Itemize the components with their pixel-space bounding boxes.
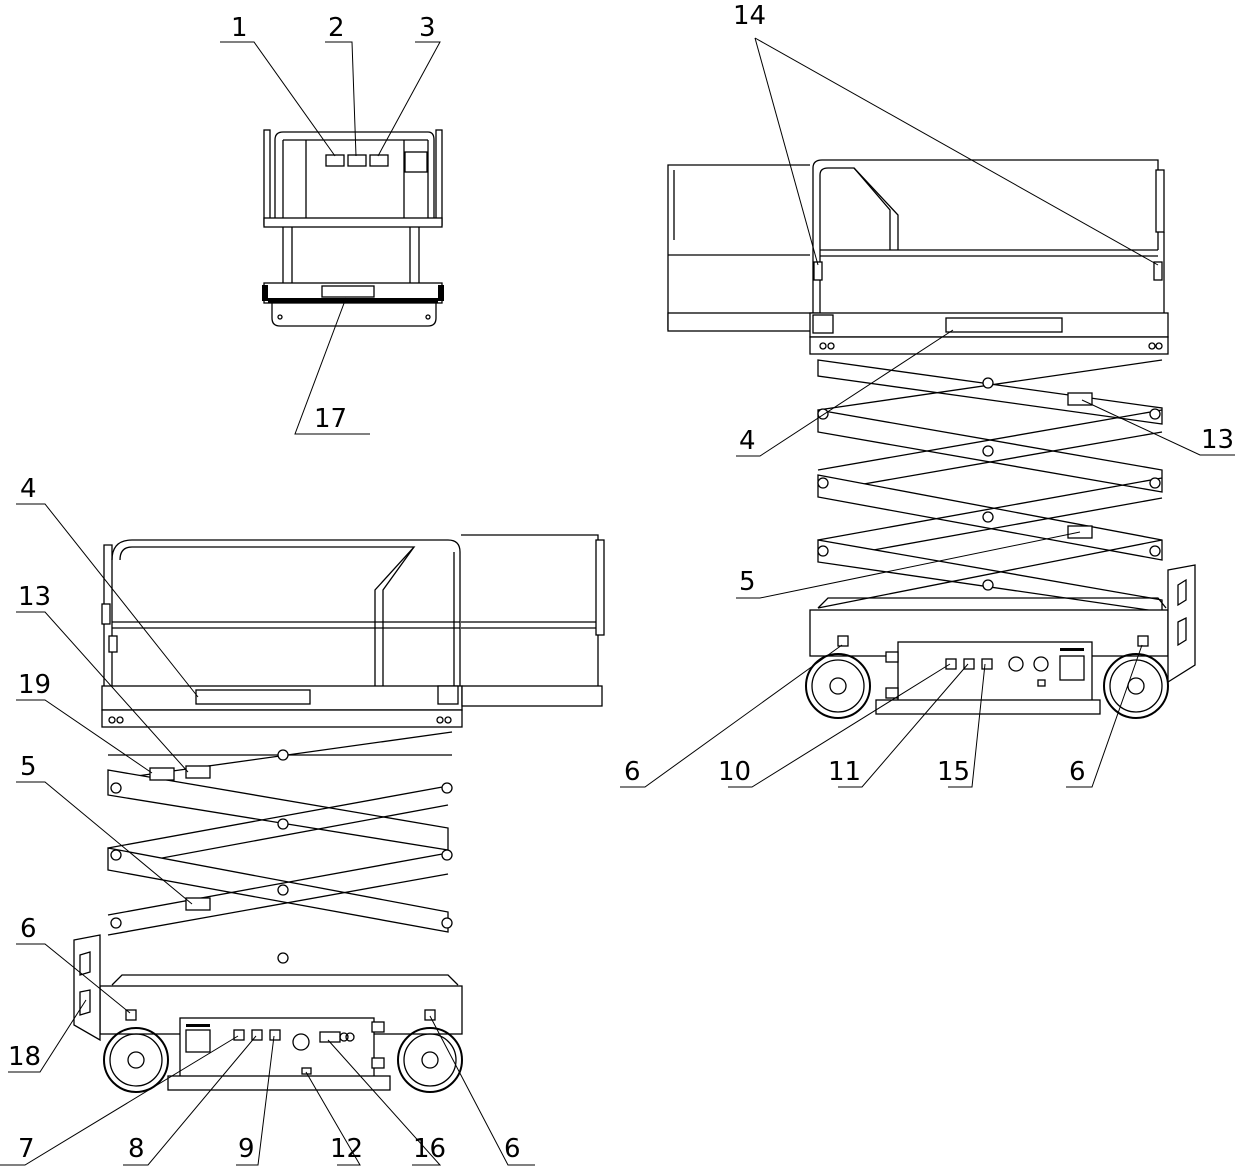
callout-4-right: 4 [739,426,756,456]
callout-5-left: 5 [20,752,37,782]
callout-5-right: 5 [739,567,756,597]
callout-15: 15 [937,757,970,787]
left-side-view-machine [73,534,605,1093]
callout-17: 17 [314,404,347,434]
callout-2: 2 [328,13,345,43]
callout-6-left-right: 6 [504,1134,521,1164]
callout-12: 12 [330,1134,363,1164]
callout-6-right-right: 6 [1069,757,1086,787]
callout-6-right-left: 6 [624,757,641,787]
right-side-view-machine [667,159,1196,719]
callout-labels: 1 2 3 17 14 4 13 5 6 10 11 15 6 4 13 19 … [8,1,1234,1164]
callout-6-left-left: 6 [20,914,37,944]
callout-11: 11 [828,757,861,787]
callout-14: 14 [733,1,766,31]
callout-18: 18 [8,1042,41,1072]
end-view-machine [262,129,444,327]
callout-3: 3 [419,13,436,43]
callout-7: 7 [18,1134,35,1164]
callout-13-left: 13 [18,582,51,612]
callout-8: 8 [128,1134,145,1164]
callout-4-left: 4 [20,474,37,504]
callout-1: 1 [231,13,248,43]
callout-leaders [0,37,1235,1166]
callout-9: 9 [238,1134,255,1164]
callout-16: 16 [413,1134,446,1164]
callout-19: 19 [18,670,51,700]
callout-13-right: 13 [1201,425,1234,455]
callout-10: 10 [718,757,751,787]
